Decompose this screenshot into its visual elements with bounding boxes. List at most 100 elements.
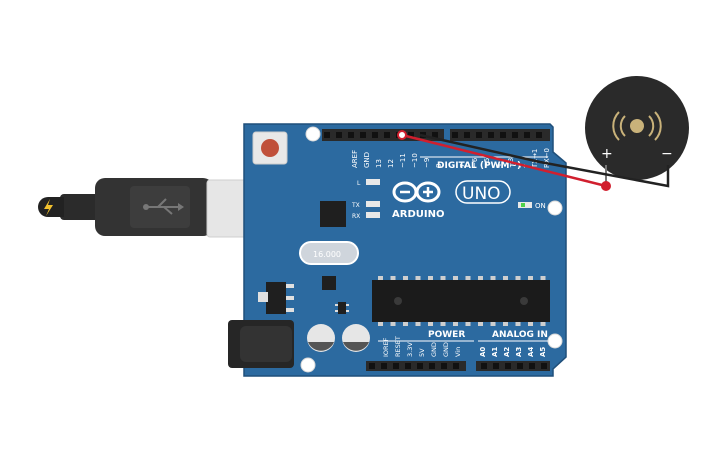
power-pin-hole[interactable]: [393, 363, 399, 369]
voltage-regulator: [258, 282, 294, 314]
chip-pin: [415, 322, 421, 326]
analog-label: ANALOG IN: [492, 330, 548, 340]
chip-pin: [440, 322, 446, 326]
chip-pin: [428, 322, 433, 326]
analog-pin-hole[interactable]: [541, 363, 547, 369]
mounting-hole: [305, 126, 321, 142]
analog-pin-hole[interactable]: [517, 363, 523, 369]
analog-pin-label: A5: [539, 347, 547, 357]
power-pin-label: 5V: [418, 348, 426, 357]
chip-pin: [515, 322, 521, 326]
wire-endpoint[interactable]: [601, 181, 611, 191]
atmega-chip: [372, 276, 550, 326]
digital-pin-hole[interactable]: [324, 132, 330, 138]
capacitor: [342, 324, 370, 352]
chip-pin: [403, 322, 408, 326]
buzzer-plus-label: +: [601, 146, 613, 162]
on-label: ON: [535, 202, 546, 210]
led-l: [366, 179, 380, 185]
analog-pin-hole[interactable]: [505, 363, 511, 369]
led-tx: [366, 201, 380, 207]
digital-pin-hole[interactable]: [476, 132, 482, 138]
digital-pin-hole[interactable]: [500, 132, 506, 138]
digital-pin-hole[interactable]: [524, 132, 530, 138]
digital-pin-hole[interactable]: [360, 132, 366, 138]
analog-pin-label: A2: [503, 347, 511, 357]
power-pin-hole[interactable]: [405, 363, 411, 369]
digital-pin-hole[interactable]: [432, 132, 438, 138]
piezo-buzzer[interactable]: + −: [585, 76, 689, 186]
analog-header: [476, 361, 550, 371]
buzzer-minus-label: −: [661, 146, 673, 162]
digital-pin-hole[interactable]: [512, 132, 518, 138]
sound-icon: [612, 111, 662, 141]
wire-red[interactable]: [397, 130, 611, 191]
power-pin-label: 3.3V: [406, 342, 414, 357]
chip-pin: [440, 276, 446, 280]
led-rx-label: RX: [352, 213, 360, 220]
power-jack[interactable]: [228, 320, 294, 368]
power-pin-label: RESET: [394, 336, 402, 357]
chip-pin: [378, 322, 383, 326]
digital-pin-hole[interactable]: [408, 132, 414, 138]
digital-pin-hole[interactable]: [372, 132, 378, 138]
chip-pin: [390, 276, 396, 280]
wire-black[interactable]: [419, 133, 670, 188]
digital-pin-hole[interactable]: [536, 132, 542, 138]
led-l-label: L: [357, 180, 361, 187]
chip-pin: [490, 276, 496, 280]
wire-endpoint[interactable]: [397, 130, 407, 140]
chip-pin: [528, 322, 533, 326]
digital-pin-label: 12: [387, 159, 395, 168]
analog-pin-label: A1: [491, 347, 499, 357]
digital-pin-label: ~9: [423, 158, 431, 168]
chip-pin: [453, 322, 458, 326]
analog-pin-hole[interactable]: [493, 363, 499, 369]
chip-pin: [453, 276, 458, 280]
power-pin-hole[interactable]: [453, 363, 459, 369]
digital-pin-hole[interactable]: [488, 132, 494, 138]
digital-pin-label: ~5: [483, 158, 491, 168]
digital-pin-label: RX←0: [543, 148, 551, 168]
power-pin-hole[interactable]: [417, 363, 423, 369]
digital-pin-label: 7: [459, 164, 467, 168]
digital-pin-label: TX→1: [531, 149, 539, 169]
digital-pin-hole[interactable]: [464, 132, 470, 138]
led-rx: [366, 212, 380, 218]
power-pin-label: GND: [442, 342, 450, 357]
digital-pin-label: ~10: [411, 153, 419, 168]
lightning-icon: [44, 199, 53, 216]
power-pin-hole[interactable]: [441, 363, 447, 369]
usb-cable[interactable]: [38, 178, 288, 238]
reset-button[interactable]: [252, 131, 288, 165]
chip-pin: [528, 276, 533, 280]
digital-pin-label: GND: [363, 152, 371, 168]
analog-pin-hole[interactable]: [529, 363, 535, 369]
digital-pin-hole[interactable]: [336, 132, 342, 138]
digital-pin-label: 4: [495, 163, 503, 168]
chip-pin: [503, 276, 508, 280]
power-pin-hole[interactable]: [369, 363, 375, 369]
digital-pin-label: 8: [435, 164, 443, 168]
chip-pin: [478, 322, 483, 326]
chip-pin: [478, 276, 483, 280]
arduino-logo: [392, 181, 441, 203]
power-label: POWER: [428, 330, 465, 340]
analog-pin-label: A0: [479, 347, 487, 357]
chip-pin: [465, 276, 471, 280]
power-pin-label: Vin: [454, 347, 462, 357]
analog-pin-label: A3: [515, 347, 523, 357]
usb-chip: [320, 201, 346, 227]
power-header: [366, 361, 466, 371]
digital-pin-hole[interactable]: [452, 132, 458, 138]
power-pin-hole[interactable]: [429, 363, 435, 369]
power-pin-hole[interactable]: [381, 363, 387, 369]
resistor-pack: [335, 302, 349, 314]
analog-pin-hole[interactable]: [481, 363, 487, 369]
digital-pin-hole[interactable]: [348, 132, 354, 138]
small-chip: [322, 276, 336, 290]
digital-pin-hole[interactable]: [384, 132, 390, 138]
mounting-hole: [300, 357, 316, 373]
